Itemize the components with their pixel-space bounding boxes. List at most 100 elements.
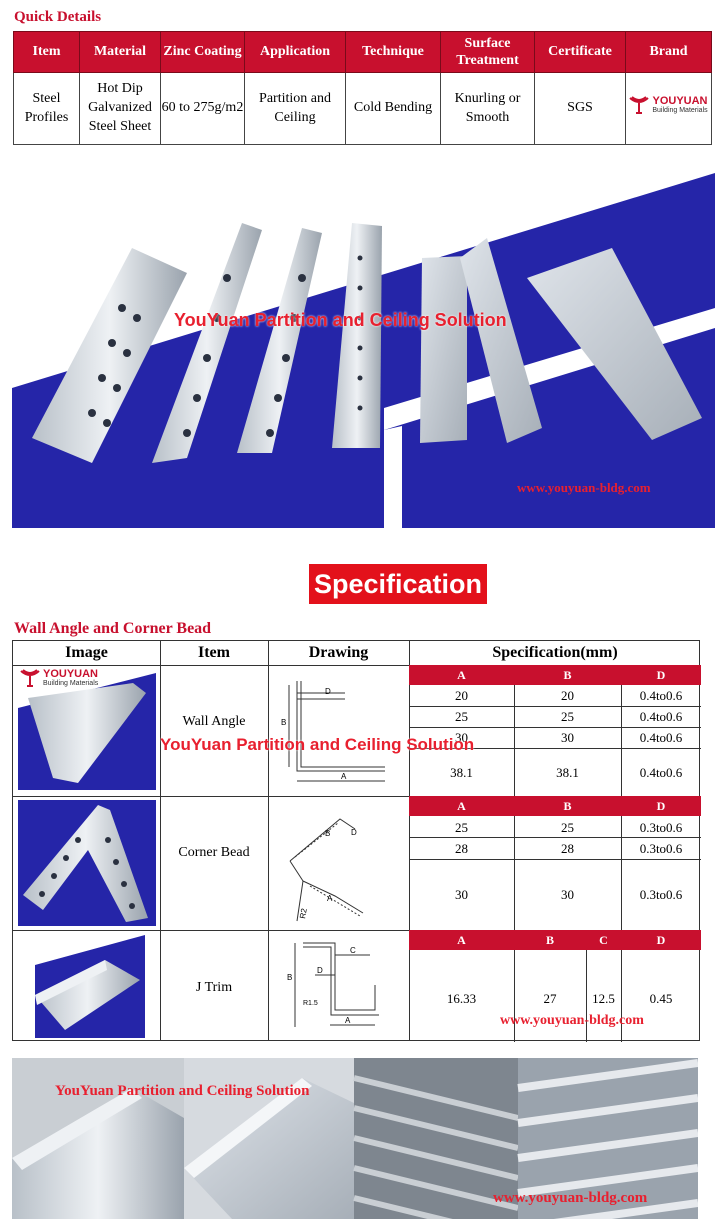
wall-angle-r2-d: 0.4to0.6 — [639, 709, 683, 724]
j-trim-col-a: A — [457, 933, 466, 947]
j-trim-r1-a: 16.33 — [446, 991, 477, 1006]
spec-header-image: Image — [65, 644, 108, 661]
spec-header-specification: Specification(mm) — [492, 644, 618, 661]
corner-bead-r1-b: 25 — [561, 820, 574, 835]
qd-value-surface: Knurling or Smooth — [440, 72, 535, 145]
corner-bead-r1-d: 0.3to0.6 — [639, 820, 683, 835]
bottom-product-photos — [12, 1058, 698, 1219]
j-trim-col-b: B — [545, 933, 554, 947]
hero-product-image: YouYuan Partition and Ceiling Solution w… — [12, 168, 715, 528]
brand-mark-icon — [20, 669, 40, 687]
qd-header-material: Material — [79, 31, 161, 73]
quick-details-title: Quick Details — [14, 9, 102, 25]
j-trim-col-d: D — [656, 933, 666, 947]
spec-section-title: Wall Angle and Corner Bead — [14, 620, 212, 637]
corner-bead-label-d: D — [351, 828, 357, 837]
wall-angle-r4-d: 0.4to0.6 — [639, 765, 683, 780]
wall-angle-r1-b: 20 — [561, 688, 574, 703]
qd-header-surface: Surface Treatment — [440, 31, 535, 73]
qd-header-brand: Brand — [625, 31, 712, 73]
spec-header-drawing: Drawing — [308, 644, 369, 661]
corner-bead-r3-a: 30 — [455, 887, 468, 902]
brand-mark-icon — [629, 96, 650, 115]
wall-angle-col-d: D — [656, 668, 666, 682]
bottom-url[interactable]: www.youyuan-bldg.com — [493, 1190, 648, 1206]
qd-header-certificate: Certificate — [534, 31, 626, 73]
j-trim-label-b: B — [287, 973, 292, 982]
corner-bead-item: Corner Bead — [178, 845, 250, 860]
qd-header-technique: Technique — [345, 31, 441, 73]
specification-banner: Specification — [309, 564, 487, 604]
qd-header-zinc-coating: Zinc Coating — [160, 31, 245, 73]
brand-sub: Building Materials — [652, 107, 708, 115]
qd-header-application: Application — [244, 31, 346, 73]
wall-angle-item: Wall Angle — [182, 714, 246, 729]
corner-bead-label-b: B — [325, 829, 330, 838]
brand-name: YOUYUAN — [652, 95, 708, 108]
wall-angle-r3-a: 30 — [455, 730, 468, 745]
brand-logo: YOUYUAN Building Materials — [629, 95, 708, 115]
wall-angle-label-b: B — [281, 718, 286, 727]
j-trim-image — [35, 935, 145, 1038]
bottom-caption: YouYuan Partition and Ceiling Solution — [55, 1083, 310, 1099]
corner-bead-label-r: R2 — [298, 907, 309, 919]
wall-angle-columns: A B D — [409, 665, 701, 685]
corner-bead-col-b: B — [563, 799, 572, 813]
wall-angle-r4-b: 38.1 — [556, 765, 579, 780]
qd-value-item: Steel Profiles — [13, 72, 80, 145]
wall-angle-r3-b: 30 — [561, 730, 574, 745]
corner-bead-r1-a: 25 — [455, 820, 468, 835]
spec-header-item: Item — [198, 644, 230, 661]
specification-table: Image Item Drawing Specification(mm) YOU… — [12, 640, 701, 1042]
qd-value-material: Hot Dip Galvanized Steel Sheet — [79, 72, 161, 145]
quick-details-header-row: Item Material Zinc Coating Application T… — [13, 31, 712, 73]
hero-caption: YouYuan Partition and Ceiling Solution — [174, 310, 507, 330]
j-trim-col-c: C — [599, 933, 608, 947]
j-trim-item: J Trim — [195, 980, 233, 995]
j-trim-drawing: C B D A R1.5 — [287, 942, 379, 1027]
spec-url[interactable]: www.youyuan-bldg.com — [500, 1013, 644, 1028]
corner-bead-r3-b: 30 — [561, 887, 574, 902]
wall-angle-r2-b: 25 — [561, 709, 574, 724]
corner-bead-drawing: B D A R2 — [289, 818, 364, 922]
qd-value-technique: Cold Bending — [345, 72, 441, 145]
qd-value-certificate: SGS — [534, 72, 626, 145]
j-trim-label-a: A — [345, 1016, 351, 1025]
corner-bead-r2-b: 28 — [561, 841, 574, 856]
wall-angle-image: YOUYUAN Building Materials — [18, 668, 156, 790]
brand-sub: Building Materials — [43, 680, 99, 687]
qd-value-application: Partition and Ceiling — [244, 72, 346, 145]
wall-angle-col-a: A — [457, 668, 466, 682]
j-trim-label-d: D — [317, 966, 323, 975]
quick-details-value-row: Steel Profiles Hot Dip Galvanized Steel … — [13, 72, 712, 145]
wall-angle-r1-d: 0.4to0.6 — [639, 688, 683, 703]
quick-details-table: Item Material Zinc Coating Application T… — [13, 31, 712, 145]
corner-bead-r3-d: 0.3to0.6 — [639, 887, 683, 902]
corner-bead-r2-a: 28 — [455, 841, 468, 856]
j-trim-label-r: R1.5 — [303, 1000, 318, 1007]
wall-angle-r4-a: 38.1 — [450, 765, 473, 780]
wall-angle-drawing: D B A — [281, 681, 385, 782]
wall-angle-label-d: D — [325, 687, 331, 696]
qd-value-zinc-coating: 60 to 275g/m2 — [160, 72, 245, 145]
corner-bead-columns: A B D — [409, 796, 701, 816]
wall-angle-r3-d: 0.4to0.6 — [639, 730, 683, 745]
brand-name: YOUYUAN — [43, 668, 99, 680]
wall-angle-col-b: B — [563, 668, 572, 682]
j-trim-r1-c: 12.5 — [592, 991, 615, 1006]
hero-url[interactable]: www.youyuan-bldg.com — [517, 480, 651, 495]
qd-value-brand: YOUYUAN Building Materials — [625, 72, 712, 145]
wall-angle-label-a: A — [341, 772, 347, 781]
corner-bead-col-a: A — [457, 799, 466, 813]
qd-header-item: Item — [13, 31, 80, 73]
corner-bead-image — [18, 800, 156, 926]
wall-angle-brand-logo: YOUYUAN Building Materials — [20, 668, 99, 687]
corner-bead-col-d: D — [656, 799, 666, 813]
wall-angle-r2-a: 25 — [455, 709, 468, 724]
j-trim-r1-b: 27 — [543, 991, 557, 1006]
j-trim-label-c: C — [350, 946, 356, 955]
j-trim-columns: A B C D — [409, 930, 701, 950]
corner-bead-label-a: A — [327, 894, 333, 903]
spec-overlay-caption: YouYuan Partition and Ceiling Solution — [160, 735, 475, 754]
corner-bead-r2-d: 0.3to0.6 — [639, 841, 683, 856]
